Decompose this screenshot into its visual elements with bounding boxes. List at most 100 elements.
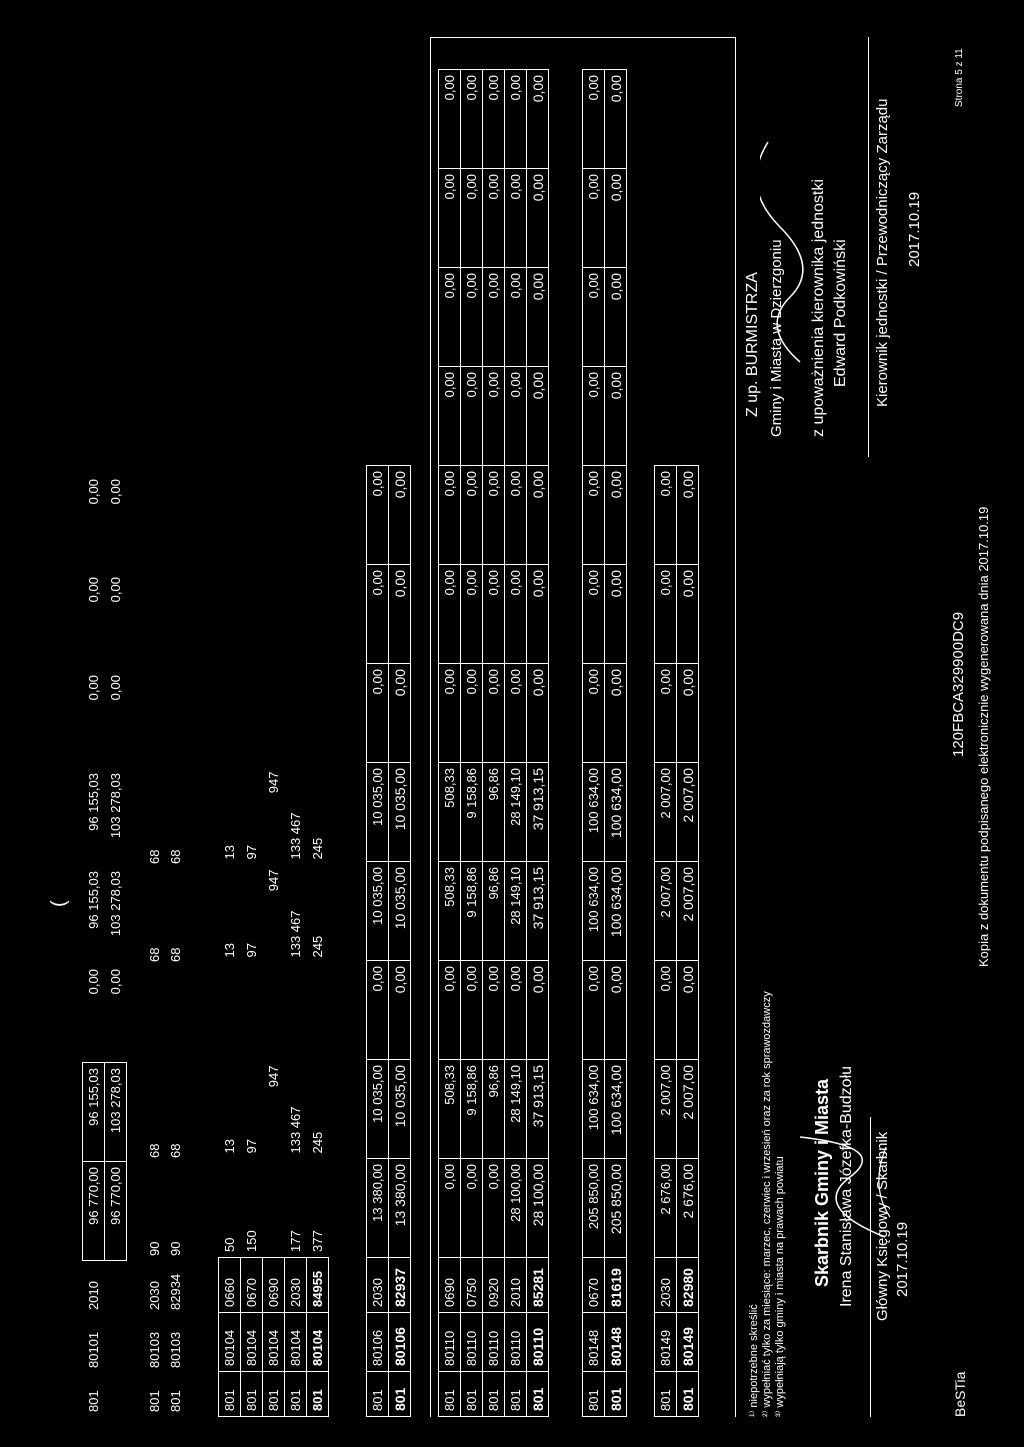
signature-date: 2017.10.19: [894, 1221, 911, 1297]
table-cell: 245: [310, 935, 325, 958]
footer-copy-note: Kopia z dokumentu podpisanego elektronic…: [976, 506, 991, 967]
table-row: 801 80106 82937 13 380,00 10 035,00 0,00…: [388, 465, 411, 1417]
table-cell: 801: [262, 1371, 285, 1417]
table-cell: 2030: [366, 1257, 389, 1313]
table-cell: 68: [147, 849, 162, 864]
table-cell: 947: [266, 869, 281, 892]
stamp-line: z upoważnienia kierownika jednostki: [810, 179, 827, 437]
table-cell: 801: [284, 1371, 307, 1417]
table-cell: [263, 963, 285, 1061]
table-cell: 0,00: [366, 960, 389, 1060]
signature-scribble: [760, 141, 804, 363]
table-cell: 68: [168, 947, 183, 962]
table-cell: 947: [266, 771, 281, 794]
table-cell: 133 467: [288, 812, 303, 860]
cell-value: 103 278,03: [108, 871, 123, 937]
table-cell: 68: [147, 1143, 162, 1158]
table-cell: 68: [168, 849, 183, 864]
cell-value: 96 155,03: [86, 773, 101, 831]
table-cell: 0660: [218, 1257, 241, 1313]
footer-page: Strona 5 z 11: [954, 48, 965, 107]
table-cell: [165, 967, 186, 1065]
table-cell: 10 035,00: [366, 1059, 389, 1159]
table-cell: 801: [240, 1371, 263, 1417]
cell-value: 0,00: [86, 675, 101, 701]
table-cell: 80104: [240, 1312, 263, 1372]
table-cell: 2030: [147, 1281, 162, 1310]
table-cell: 801: [366, 1371, 389, 1417]
signature-line: [868, 37, 869, 457]
table-cell: [219, 963, 241, 1061]
footnote: ¹⁾ niepotrzebne skreślić: [748, 1304, 760, 1417]
cell-value: 0,00: [86, 479, 101, 505]
table-cell: 0670: [240, 1257, 263, 1313]
paren-mark: (: [48, 900, 70, 907]
footer-code: 120FBCA329900DC9: [950, 611, 967, 757]
table-cell: 80106: [366, 1312, 389, 1372]
signature-line: [870, 1117, 871, 1417]
table-cell: 947: [266, 1065, 281, 1088]
group-80106: 801 80106 2030 13 380,00 10 035,00 0,00 …: [366, 465, 411, 1417]
table-cell: 80104: [262, 1312, 285, 1372]
table-cell: 133 467: [288, 1106, 303, 1154]
table-row: 801 80103 82934 90 68 68 68: [165, 771, 186, 1417]
table-cell: 90: [168, 1241, 183, 1256]
signature-scribble: [799, 1136, 891, 1238]
table-cell: 80106: [388, 1312, 411, 1372]
table-cell: [105, 1315, 127, 1373]
cell-value: 103 278,03: [108, 773, 123, 839]
table-cell: 80103: [168, 1331, 183, 1368]
table-row: 801 80104 84955 377 245 245 245: [306, 767, 329, 1417]
table-cell: [105, 1373, 127, 1417]
table-cell: 97: [244, 845, 259, 860]
table-cell: 82934: [168, 1273, 183, 1310]
group-80104: 801 80104 0660 50 13 13 13 801 80104 067…: [218, 766, 329, 1417]
table-cell: 377: [310, 1230, 325, 1252]
table-cell: 801: [147, 1390, 162, 1412]
table-cell: 82937: [388, 1257, 411, 1313]
table-cell: 10 035,00: [366, 762, 389, 862]
table-row: 801 80103 2030 90 68 68 68: [144, 771, 165, 1417]
table-cell: 2030: [284, 1257, 307, 1313]
table-cell: 801: [218, 1371, 241, 1417]
table-cell: 177: [288, 1230, 303, 1252]
table-cell: 97: [244, 943, 259, 958]
table-cell: 245: [310, 1131, 325, 1154]
cell-value: 96 155,03: [82, 1062, 105, 1162]
table-cell: 801: [388, 1371, 411, 1417]
table-cell: 0,00: [388, 465, 411, 565]
table-row: 801 80106 2030 13 380,00 10 035,00 0,00 …: [366, 465, 389, 1417]
signature-role: Kierownik jednostki / Przewodniczący Zar…: [874, 98, 891, 407]
cell-value: 0,00: [86, 969, 101, 995]
table-cell: 10 035,00: [388, 1059, 411, 1159]
table-cell: 13: [222, 1139, 237, 1154]
table-row: 801 80104 0690 947 947 947: [262, 767, 285, 1417]
col-dzial: 801: [86, 1390, 101, 1412]
table-cell: 150: [244, 1230, 259, 1252]
table-cell: 0690: [262, 1257, 285, 1313]
table-cell: [307, 963, 329, 1061]
cell-plan: 96 770,00: [82, 1161, 105, 1261]
table-cell: 801: [306, 1371, 329, 1417]
table-cell: 90: [147, 1241, 162, 1256]
footnotes: ¹⁾ niepotrzebne skreślić ²⁾ wypełniać ty…: [748, 991, 787, 1417]
table-cell: 80104: [306, 1312, 329, 1372]
table-cell: 10 035,00: [388, 762, 411, 862]
cell-value: 96 155,03: [86, 871, 101, 929]
row-80101-2010: 801 80101 2010 96 770,00 96 155,03 0,00 …: [82, 474, 127, 1418]
table-cell: [263, 1159, 285, 1258]
table-cell: 133 467: [288, 910, 303, 958]
table-cell: [285, 963, 307, 1061]
footnote: ³⁾ wypełniają tylko gminy i miasta na pr…: [774, 1156, 786, 1417]
section-frame: [430, 37, 736, 1417]
table-cell: 80104: [284, 1312, 307, 1372]
table-cell: 0,00: [366, 663, 389, 763]
table-cell: 0,00: [388, 960, 411, 1060]
cell-value: 0,00: [108, 675, 123, 701]
table-cell: 0,00: [366, 465, 389, 565]
table-cell: 80103: [147, 1331, 162, 1368]
signature-date: 2017.10.19: [906, 191, 923, 267]
cell-value: 103 278,03: [104, 1062, 127, 1162]
table-cell: 13 380,00: [388, 1158, 411, 1258]
